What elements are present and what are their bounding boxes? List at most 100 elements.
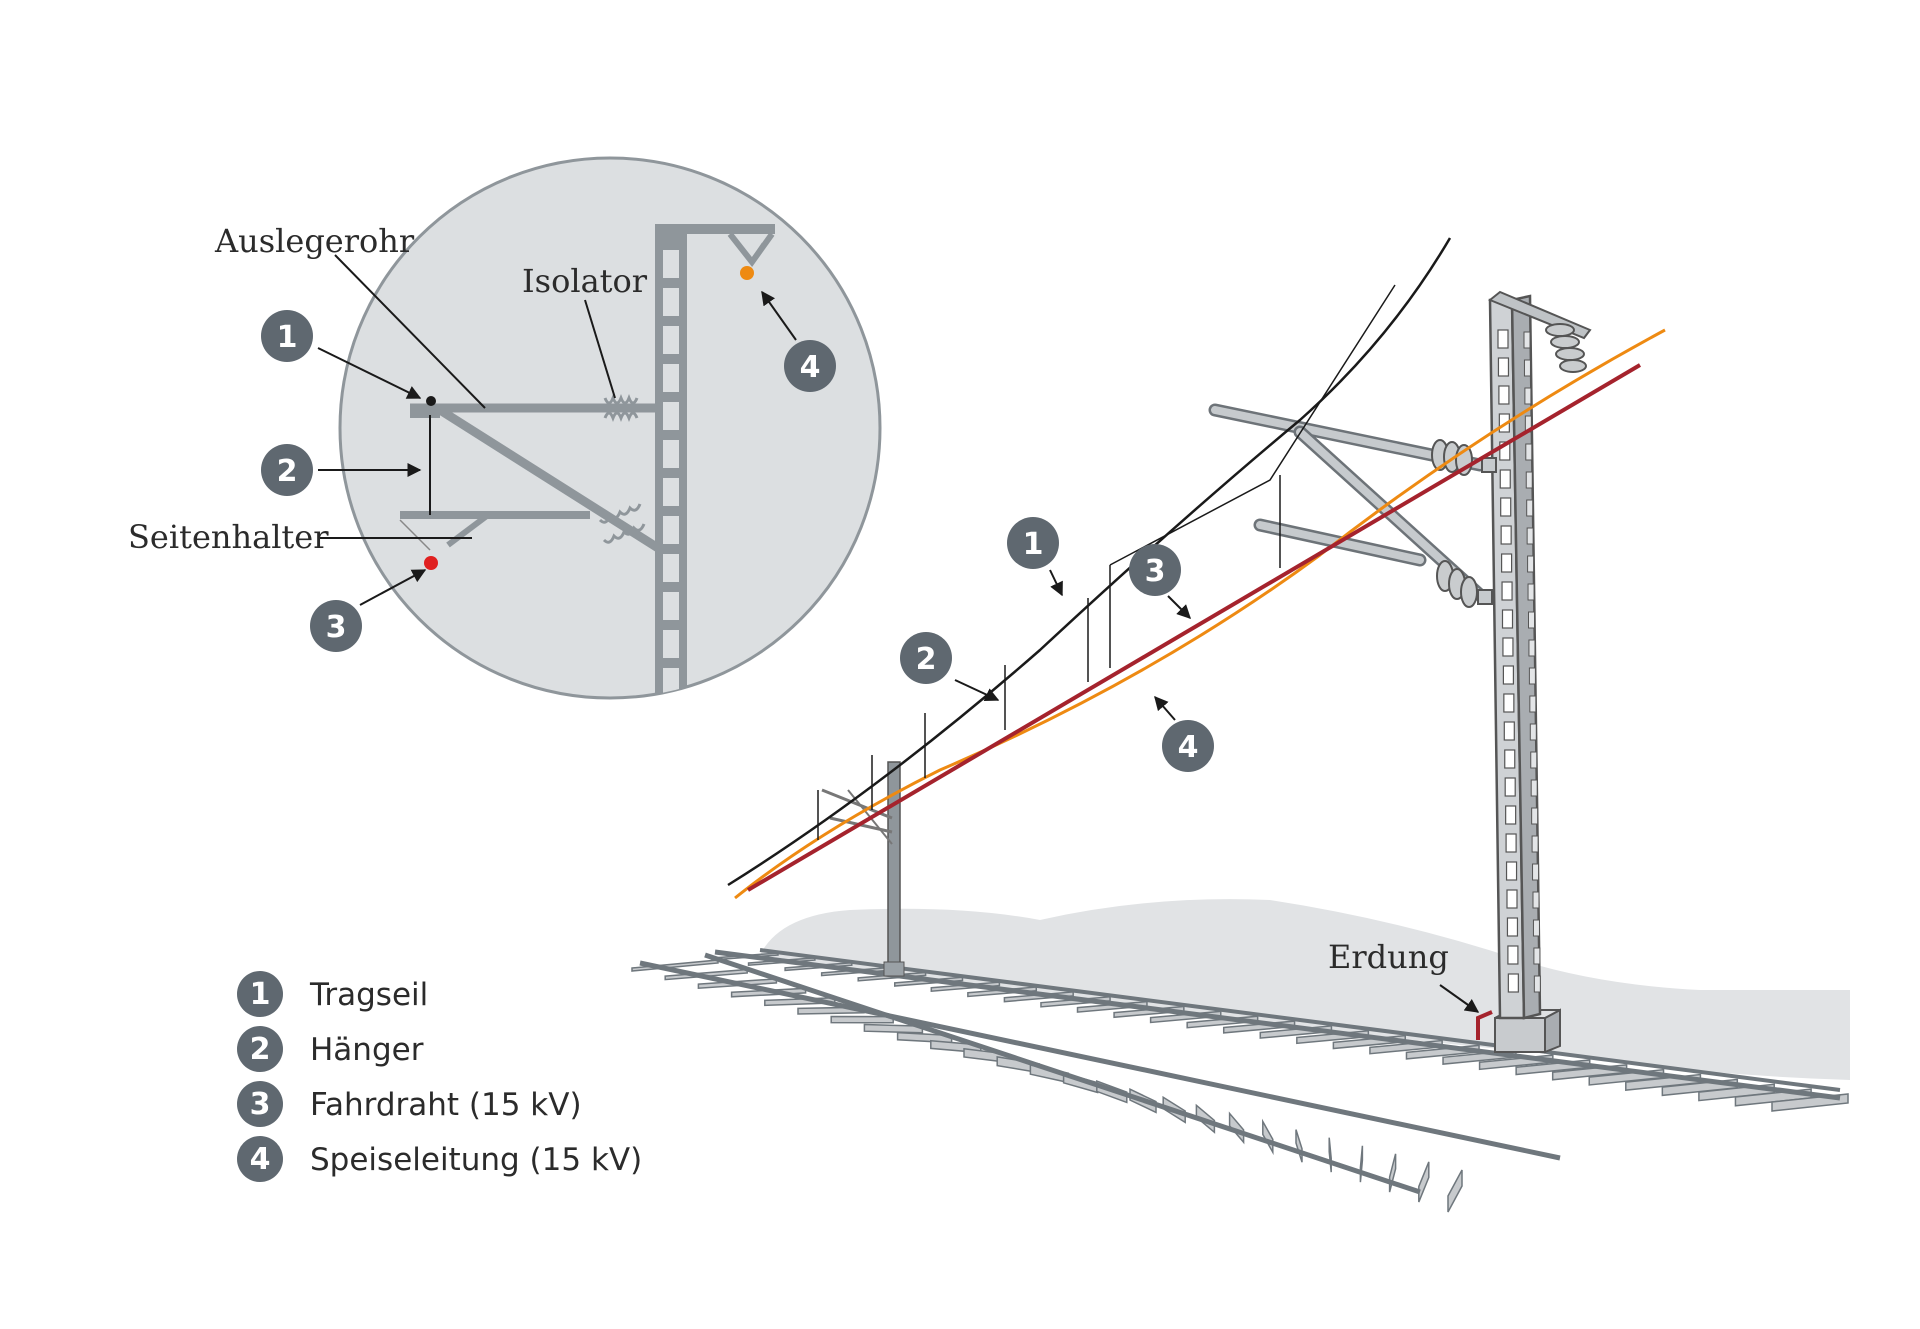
detail-badge-2: 2 xyxy=(261,444,313,496)
legend-label: Tragseil xyxy=(309,977,428,1013)
mast-window xyxy=(1497,329,1509,349)
sleeper xyxy=(1388,1153,1397,1193)
mast-window xyxy=(1529,723,1537,741)
grounding-label: Erdung xyxy=(1328,938,1449,976)
mast-window xyxy=(1505,861,1518,881)
mast-window xyxy=(1528,667,1536,685)
ladder-opening xyxy=(663,402,679,430)
mast-window xyxy=(1500,497,1512,517)
mast-window xyxy=(1531,807,1539,825)
ladder-opening xyxy=(663,630,679,658)
scene-badge-2: 2 xyxy=(900,632,952,684)
ladder-opening xyxy=(663,554,679,582)
svg-text:3: 3 xyxy=(250,1087,271,1122)
contact-wire-dot xyxy=(424,556,438,570)
sleeper xyxy=(1295,1129,1303,1163)
rail xyxy=(639,960,1561,1161)
mast-window xyxy=(1506,889,1518,909)
rail xyxy=(704,952,1421,1195)
legend-item-4: 4 Speiseleitung (15 kV) xyxy=(237,1136,642,1182)
registration-arm-label: Seitenhalter xyxy=(128,518,329,556)
mast-window xyxy=(1526,499,1534,517)
svg-text:2: 2 xyxy=(250,1032,271,1067)
detail-badge-3: 3 xyxy=(310,600,362,652)
mast-window xyxy=(1523,331,1531,349)
svg-text:4: 4 xyxy=(800,350,821,385)
sleeper xyxy=(1359,1145,1364,1183)
mast-window xyxy=(1532,891,1540,909)
mast-window xyxy=(1499,441,1511,461)
mast-window xyxy=(1501,609,1514,629)
scene-badge-1: 1 xyxy=(1007,517,1059,569)
feeder-wire xyxy=(734,328,1666,900)
mast-window xyxy=(1505,805,1517,825)
mast-window xyxy=(1525,443,1533,461)
mast-window xyxy=(1498,385,1510,405)
legend-label: Speiseleitung (15 kV) xyxy=(310,1142,642,1178)
mast-window xyxy=(1503,693,1515,713)
ladder-opening xyxy=(663,592,679,620)
detail-badge-4: 4 xyxy=(784,340,836,392)
svg-text:1: 1 xyxy=(250,977,271,1012)
mast-window xyxy=(1529,695,1537,713)
main-mast xyxy=(1208,290,1592,1054)
mast-window xyxy=(1533,947,1541,965)
svg-text:1: 1 xyxy=(1023,527,1044,562)
mast-window xyxy=(1503,721,1515,741)
mast-window xyxy=(1531,835,1539,853)
boom-label: Auslegerohr xyxy=(214,222,415,260)
ladder-opening xyxy=(663,288,679,316)
mast-window xyxy=(1532,919,1540,937)
mast-window xyxy=(1501,581,1513,601)
mast-window xyxy=(1506,917,1519,937)
mast-window xyxy=(1528,639,1536,657)
railway-track xyxy=(631,948,1849,1213)
sleeper xyxy=(1262,1118,1274,1156)
ladder-opening xyxy=(663,478,679,506)
detail-badge-1: 1 xyxy=(261,310,313,362)
ladder-opening xyxy=(663,668,679,696)
mast-window xyxy=(1525,471,1533,489)
sleeper xyxy=(1418,1161,1430,1203)
scene-badge-4: 4 xyxy=(1162,720,1214,772)
mast-window xyxy=(1499,469,1511,489)
ladder-opening xyxy=(663,516,679,544)
svg-text:3: 3 xyxy=(1145,554,1166,589)
legend-item-2: 2 Hänger xyxy=(237,1026,424,1072)
auxiliary-wire xyxy=(1109,284,1396,566)
mast-window xyxy=(1507,945,1519,965)
mast-lattice xyxy=(1497,329,1541,993)
mast-window xyxy=(1527,583,1535,601)
ladder-opening xyxy=(663,250,679,278)
ground-shape xyxy=(760,899,1850,1080)
catenary-wires xyxy=(727,237,1666,900)
detail-view: Auslegerohr Isolator Seitenhalter 1 2 3 … xyxy=(128,156,882,700)
svg-text:2: 2 xyxy=(277,454,298,489)
legend-label: Hänger xyxy=(310,1032,424,1068)
svg-text:2: 2 xyxy=(916,642,937,677)
sleeper xyxy=(830,1015,894,1024)
mast-window xyxy=(1504,777,1516,797)
scene-markers: 1 2 3 4 Erdung xyxy=(900,517,1480,1013)
mast-window xyxy=(1507,973,1519,993)
mast-window xyxy=(1523,359,1531,377)
legend: 1 Tragseil 2 Hänger 3 Fahrdraht (15 kV) … xyxy=(237,971,642,1182)
droppers xyxy=(817,475,1281,840)
mast-window xyxy=(1530,779,1538,797)
mast-window xyxy=(1504,749,1516,769)
legend-item-1: 1 Tragseil xyxy=(237,971,428,1017)
svg-text:1: 1 xyxy=(277,320,298,355)
mast-window xyxy=(1526,527,1534,545)
grounding-cable xyxy=(1476,1010,1493,1040)
ladder-opening xyxy=(663,364,679,392)
sleeper xyxy=(863,1023,924,1034)
ladder-opening xyxy=(663,440,679,468)
svg-text:4: 4 xyxy=(1178,730,1199,765)
mast-window xyxy=(1533,975,1541,993)
rail xyxy=(759,948,1841,1092)
mast-window xyxy=(1500,553,1513,573)
mast-window xyxy=(1527,555,1535,573)
insulator-label: Isolator xyxy=(522,262,648,300)
mast-window xyxy=(1524,387,1532,405)
